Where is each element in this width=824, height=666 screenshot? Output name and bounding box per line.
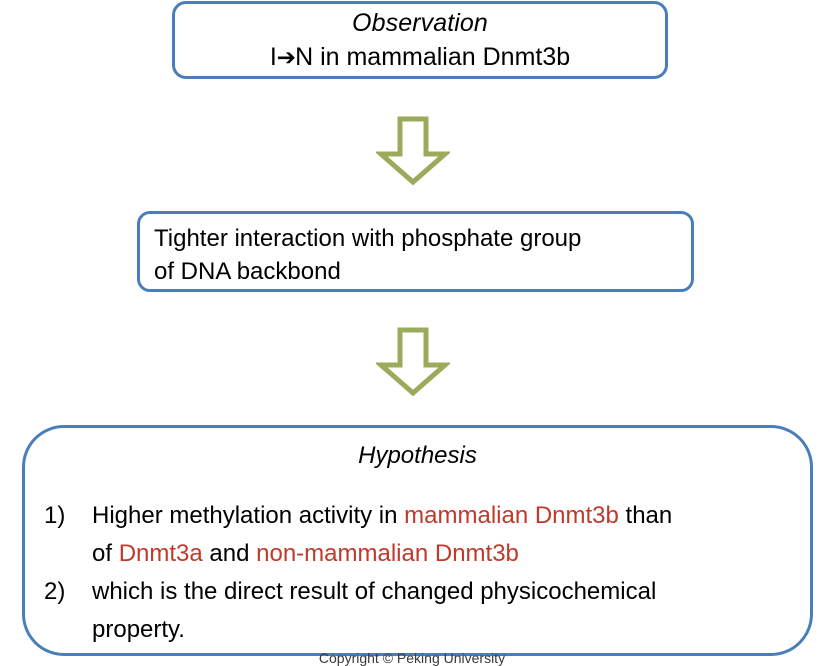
hypothesis-text: which is the direct result of changed ph… [92,578,657,605]
hypothesis-text: than [618,502,673,529]
hypothesis-item-marker: 2) [44,578,66,605]
hypothesis-list: 1) Higher methylation activity in mammali… [25,497,810,649]
hypothesis-title: Hypothesis [358,442,477,469]
hypothesis-item-line: of Dnmt3a and non-mammalian Dnmt3b [92,535,810,573]
observation-box: Observation I➔N in mammalian Dnmt3b [172,1,668,79]
down-arrow-icon-1 [374,116,452,186]
hypothesis-highlight-term: non-mammalian Dnmt3b [256,540,519,567]
mechanism-line-1: Tighter interaction with phosphate group [154,225,582,252]
down-arrow-icon-2 [374,327,452,397]
hypothesis-highlight-term: mammalian Dnmt3b [404,502,619,529]
mechanism-box: Tighter interaction with phosphate group… [137,211,694,292]
hypothesis-item-line: property. [92,611,810,649]
hypothesis-text: property. [92,616,185,643]
hypothesis-item-line: Higher methylation activity in mammalian… [92,497,810,535]
observation-title: Observation [352,9,488,37]
mechanism-line-2: of DNA backbond [154,258,341,285]
right-arrow-icon: ➔ [276,45,296,71]
hypothesis-highlight-term: Dnmt3a [118,540,203,567]
hypothesis-box: Hypothesis 1) Higher methylation activity… [22,425,813,656]
footer-copyright: Copyright © Peking University [318,650,506,666]
hypothesis-text: and [202,540,257,567]
hypothesis-text: Higher methylation activity in [92,502,405,529]
hypothesis-text: of [92,540,119,567]
hypothesis-item: 1) Higher methylation activity in mammali… [25,497,810,573]
observation-statement: I➔N in mammalian Dnmt3b [185,40,655,74]
observation-residue-to: N in mammalian Dnmt3b [295,43,571,71]
observation-residue-from: I [269,43,277,71]
hypothesis-item-marker: 1) [44,502,66,529]
hypothesis-item: 2) which is the direct result of changed … [25,573,810,649]
hypothesis-item-line: which is the direct result of changed ph… [92,573,810,611]
